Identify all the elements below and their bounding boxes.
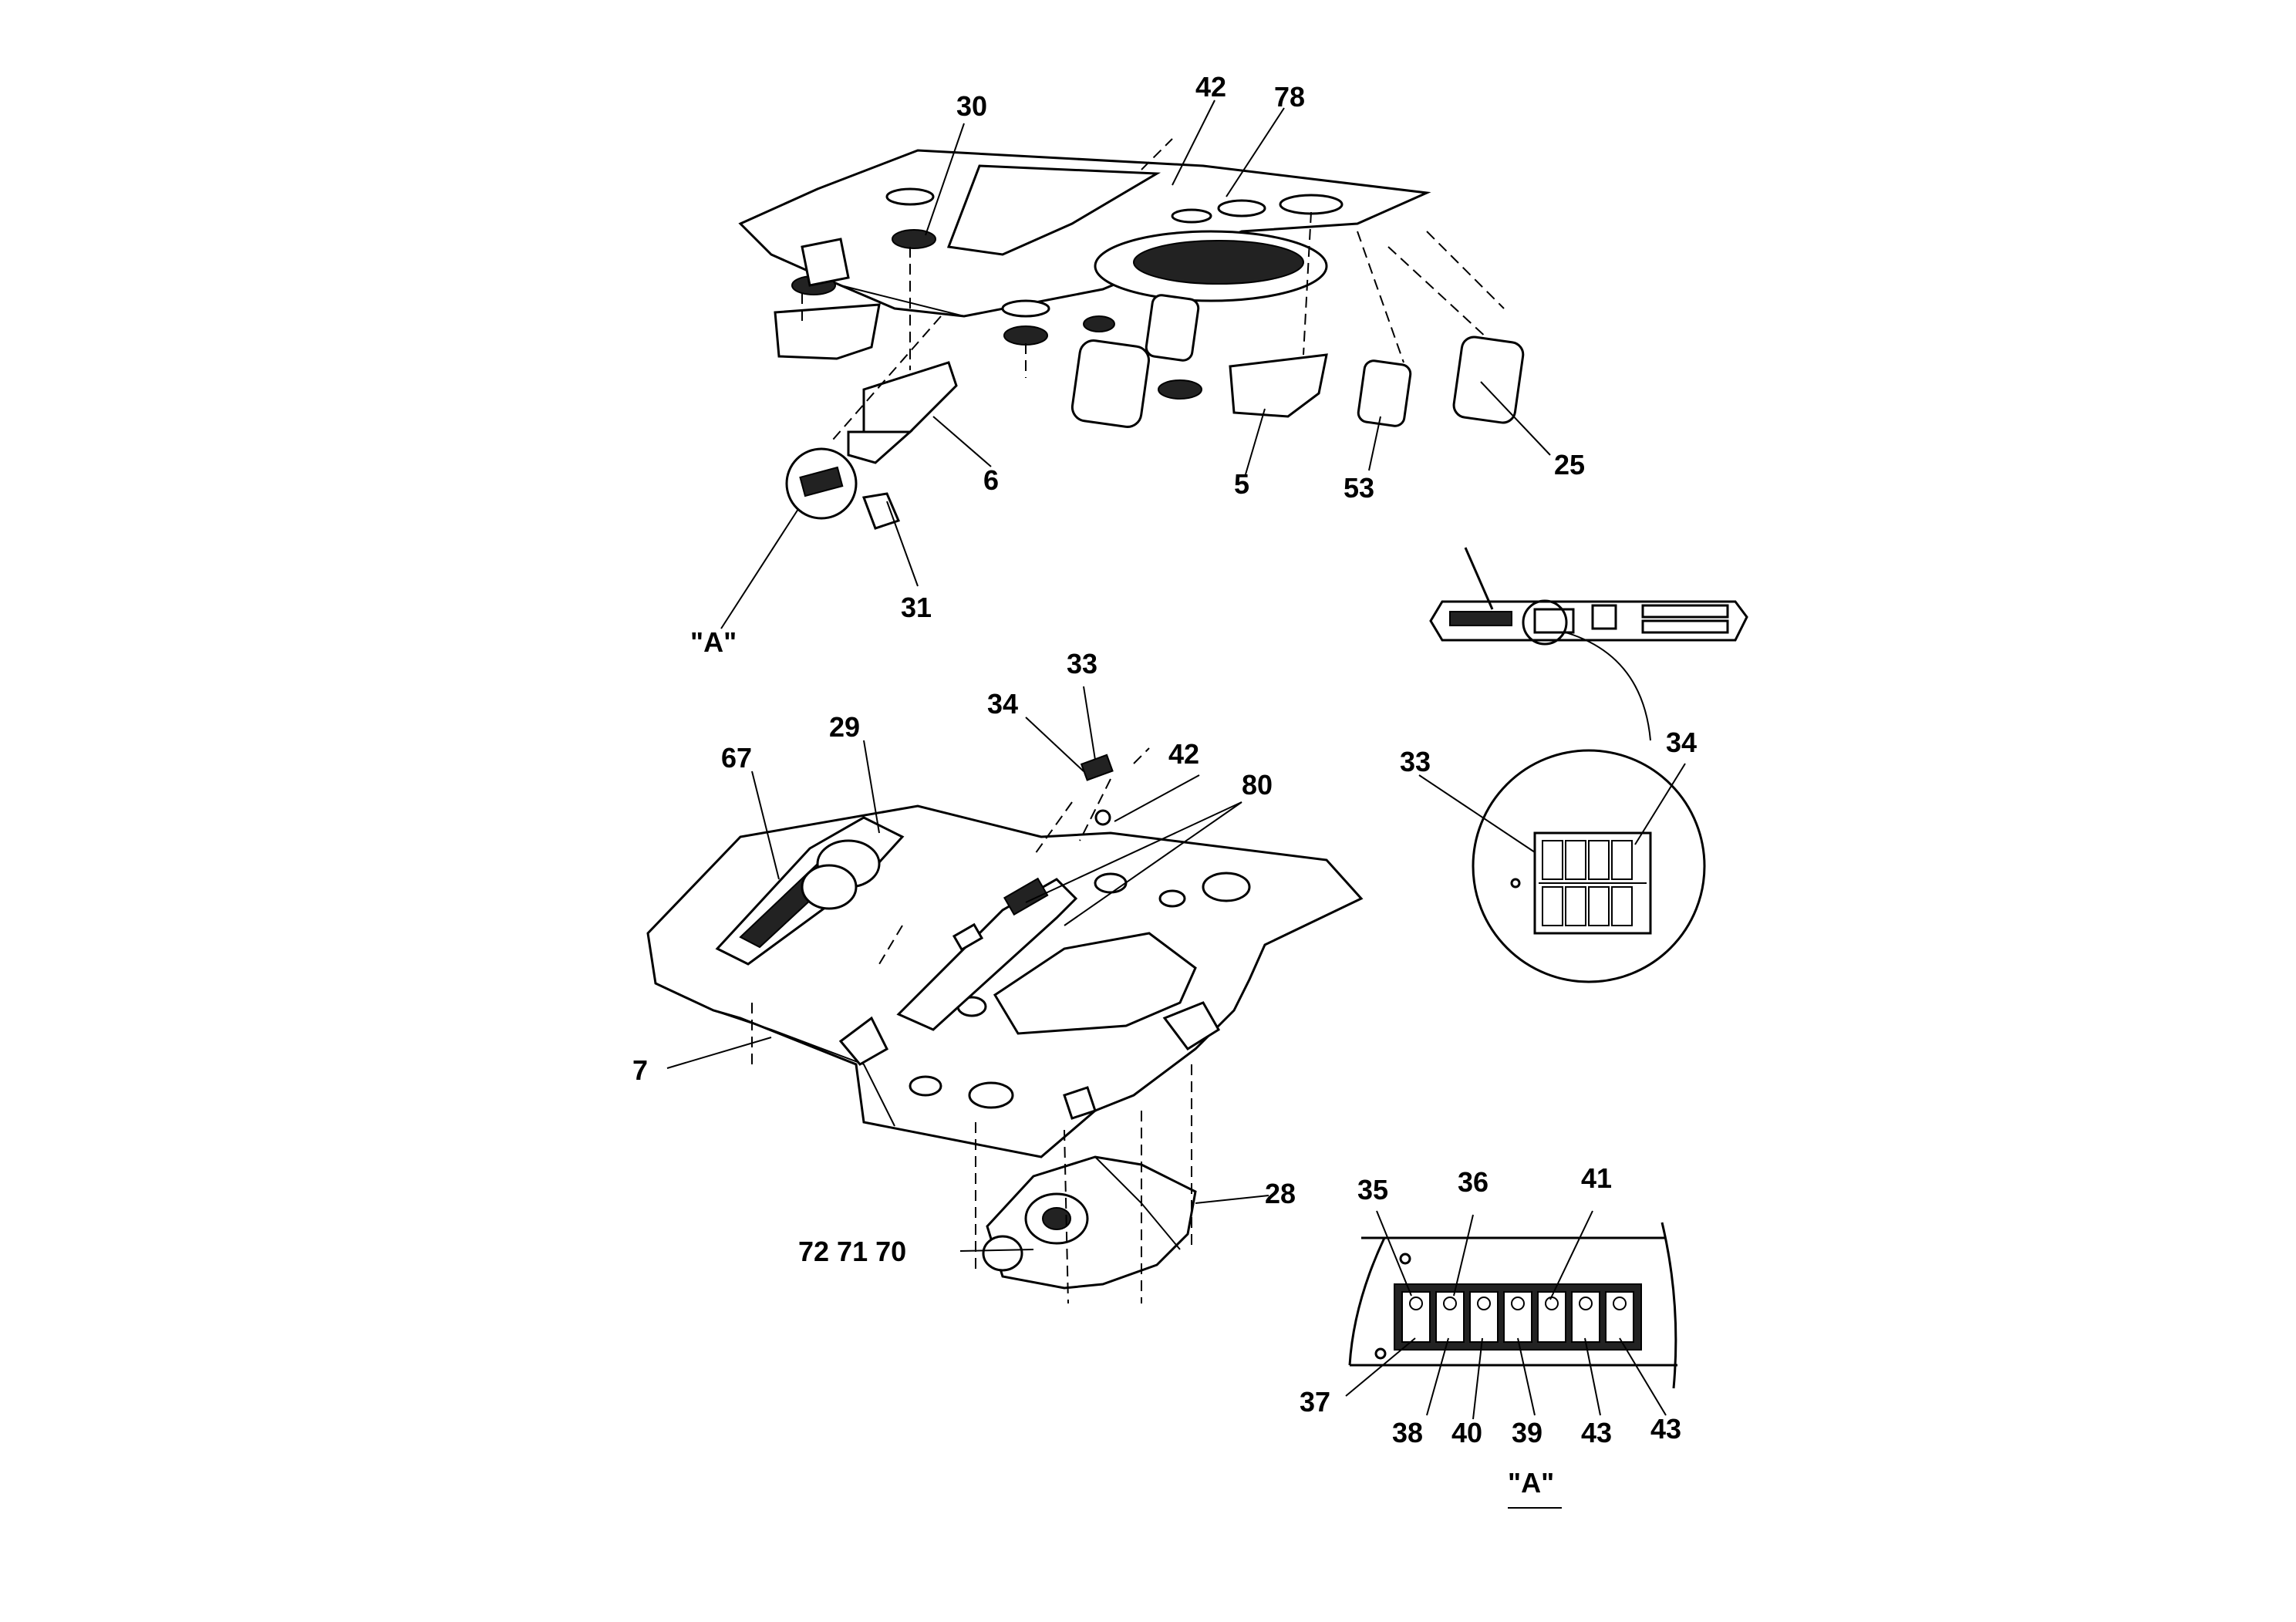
label-40: 40 xyxy=(1451,1417,1482,1448)
label-39: 39 xyxy=(1512,1417,1542,1448)
label-34-mid: 34 xyxy=(987,688,1018,720)
label-37: 37 xyxy=(1300,1386,1330,1418)
label-33-detail: 33 xyxy=(1400,746,1431,777)
label-25: 25 xyxy=(1554,449,1585,481)
label-detail-a-bottom: "A" xyxy=(1508,1467,1554,1499)
roof-panel-assembly xyxy=(738,138,1525,530)
label-34-detail: 34 xyxy=(1666,727,1697,758)
leader-lines xyxy=(666,99,1686,1509)
label-67: 67 xyxy=(721,742,752,774)
label-28: 28 xyxy=(1265,1178,1296,1209)
label-29: 29 xyxy=(829,711,860,743)
switch-panel-overview xyxy=(1429,547,1748,983)
label-5: 5 xyxy=(1234,468,1249,500)
label-80: 80 xyxy=(1242,769,1273,801)
label-78: 78 xyxy=(1274,81,1305,113)
label-30: 30 xyxy=(956,90,987,122)
label-72-71-70: 72 71 70 xyxy=(798,1236,906,1267)
label-6: 6 xyxy=(983,464,999,496)
label-31: 31 xyxy=(901,592,932,623)
label-53: 53 xyxy=(1344,472,1374,504)
label-43-left: 43 xyxy=(1581,1417,1612,1448)
label-detail-a-top: "A" xyxy=(690,626,737,658)
label-38: 38 xyxy=(1392,1417,1423,1448)
label-41: 41 xyxy=(1581,1162,1612,1194)
label-42-mid: 42 xyxy=(1168,738,1199,770)
label-7: 7 xyxy=(632,1054,648,1086)
label-35: 35 xyxy=(1357,1174,1388,1206)
label-33-mid: 33 xyxy=(1067,648,1097,679)
floor-panel-assembly xyxy=(646,747,1364,1304)
label-42-top: 42 xyxy=(1195,71,1226,103)
label-43-right: 43 xyxy=(1650,1413,1681,1445)
callout-labels: 30 42 78 6 5 53 25 31 "A" 33 34 29 67 42… xyxy=(632,71,1697,1499)
detail-a-switch-strip xyxy=(1348,1222,1677,1389)
label-36: 36 xyxy=(1458,1166,1489,1198)
